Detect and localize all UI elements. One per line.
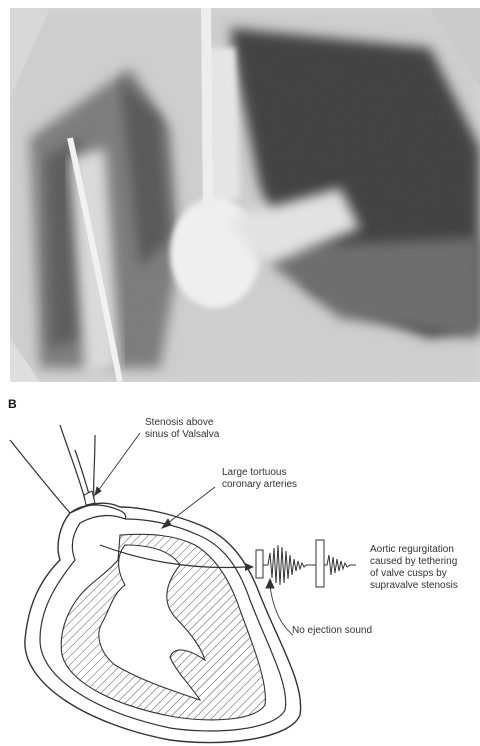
regurgitation-label: Aortic regurgitation caused by tethering… (370, 544, 460, 591)
aorta-outline (10, 425, 95, 513)
heart-diagram: Stenosis above sinus of Valsalva Large t… (0, 395, 480, 746)
ejection-sound-label: No ejection sound (292, 625, 372, 636)
coronary-label: Large tortuous coronary arteries (222, 467, 297, 490)
angiogram-image (10, 8, 480, 382)
stenosis-label: Stenosis above sinus of Valsalva (145, 417, 220, 440)
phonocardiogram (256, 540, 356, 587)
